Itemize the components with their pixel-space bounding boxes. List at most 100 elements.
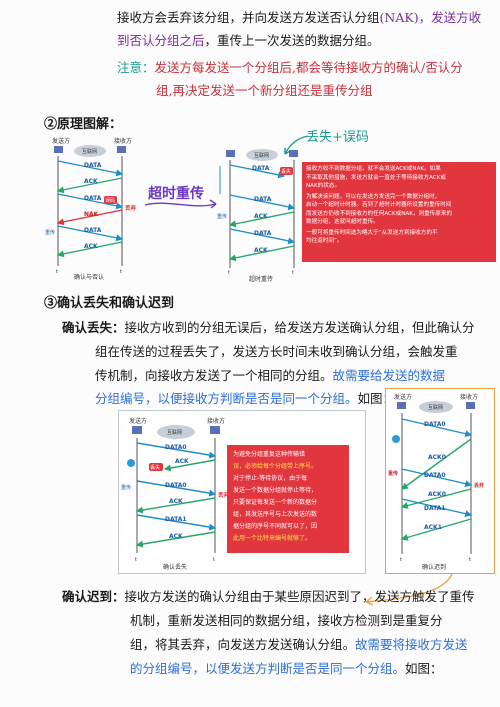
fig3-callout-line: 对于停止-等待协议，由于每 [233,475,308,482]
fig3-cloud-icon [157,425,195,439]
figure-timeout-svg: 互联网 DATA DATA ACK DATA ACK 丢失 重传 t t 超时重… [217,149,298,283]
fig4-sender: 发送方 [394,393,412,401]
fig3-net: 互联网 [167,429,182,436]
fig1-t-right: t [120,269,122,275]
fig2-receiver-computer-icon [289,150,298,157]
fig3-arrow-5 [136,514,217,531]
section-2-title: ②原理图解： [44,117,123,132]
fig1-t-left: t [56,269,58,275]
fig2-caption: 超时重传 [249,275,273,283]
fig3-callout-line: 据分组的序号不同就可以了，因 [233,523,318,530]
fig3-sender-computer-icon [132,426,142,434]
fig1-msg-0: DATA [84,162,102,169]
fig2-callout-line: 均往返时间”。 [306,238,343,244]
ack-lost-line-4: 分组编号，以便接收方判断是否是同一个分组。如图： [95,388,395,410]
fig2-sender-computer-icon [226,150,235,157]
ack-lost-line-3: 传机制，向接收方发送了一个相同的分组。故需要给发送的数据 [95,365,445,387]
fig3-t-right: t [213,557,215,563]
note-prefix: 注意： [117,60,155,75]
note-line-2: 组,再决定发送一个新分组还是重传分组 [156,83,373,98]
fig2-arrow-3 [228,211,295,228]
fig1-arrow-2 [56,177,123,194]
fig3-callout-line: 为避免分组重复这种传输错 [233,451,306,458]
fig3-msg-5: ACK [169,533,183,540]
figure-timeout: 互联网 DATA DATA ACK DATA ACK 丢失 重传 t t 超时重… [214,140,497,283]
fig1-arrow-4 [56,209,123,226]
ack-lost-line-1: 确认丢失：接收方收到的分组无误后，给发送方发送确认分组，但此确认分 [62,317,475,339]
fig3-msg-0: DATA0 [165,444,187,451]
intro-text-d: 到否认分组之后 [117,33,205,48]
fig3-sender: 发送方 [129,417,147,425]
fig2-arrow-2 [229,194,296,211]
fig1-receiver: 接收方 [114,137,132,145]
ack-late-text-1: 接收方发送的确认分组由于某些原因迟到了，发送方触发了重传 [124,589,475,604]
fig3-callout-line: 此用一个比特来编号就够了。 [233,535,312,542]
ack-lost-blue-4: 分组编号，以便接收方判断是否是同一个分组。 [95,391,358,406]
ack-late-lead: 确认迟到： [62,589,125,604]
ack-lost-text-3: 传机制，向接收方发送了一个相同的分组。 [95,368,333,383]
fig2-cloud-icon [246,149,278,161]
fig2-arrow-1 [229,164,286,179]
fig2-callout-line: 为解决该问题，可以在发送方发送完一个数据分组时， [306,193,441,200]
fig3-lost-badge [149,463,163,471]
figure-ack-late: 发送方 接收方 互联网 DATA0 ACK0 DATA0 ACK0 DATA1 … [385,388,495,574]
fig1-msg-3: NAK [84,211,99,218]
fig1-error-text: 误码 [105,197,115,204]
fig2-msg-3: DATA [254,230,272,237]
fig1-sender: 发送方 [52,137,70,145]
fig3-callout-line: 发送一个数据分组就停止等待， [233,487,318,494]
fig4-msg-4: DATA1 [424,505,446,512]
fig3-callout: 为避免分组重复这种传输错 误，必须给每个分组带上序号。 对于停止-等待协议，由于… [227,445,349,553]
fig2-callout-line: 一般可将重传时间选为略大于“从发送方到接收方的平 [306,229,438,236]
fig2-callout-line: 接收方收不到数据分组，就不会发送ACK或NAK。如果 [306,166,441,172]
note-line-1: 注意：发送方每发送一个分组后,都会等待接收方的确认/否认分 [117,57,463,79]
fig1-resend-label: 重传 [45,229,55,236]
annotation-timeout: 超时重传 [148,186,204,202]
note-text-1: 发送方每发送一个分组后,都会等待接收方的确认/否认分 [154,60,463,75]
fig4-receiver: 接收方 [460,393,478,401]
fig1-msg-5: ACK [84,243,98,250]
ack-late-line-4: 的分组编号，以便发送方判断是否是同一个分组。如图： [130,658,443,680]
nak-term: (NAK) [379,10,419,25]
fig1-net: 互联网 [82,148,97,155]
orange-connector-arrow [365,573,453,606]
fig2-msg-4: ACK [254,247,268,254]
intro-text-c: 发送方收 [431,10,482,25]
ack-lost-lead: 确认丢失： [62,320,125,335]
timeout-underline-arrow [144,199,217,209]
ack-late-text-3: 组，将其丢弃，向发送方发送确认分组。 [130,637,356,652]
fig4-msg-5: ACK1 [424,524,442,531]
fig3-timer-icon [127,459,135,467]
fig3-arrow-4 [135,497,216,514]
ack-lost-text-1: 接收方收到的分组无误后，给发送方发送确认分组，但此确认分 [124,320,475,335]
fig3-msg-1: ACK [175,458,189,465]
fig3-receiver-computer-icon [210,426,220,434]
fig3-arrow-2 [163,459,216,472]
ack-late-line-1: 确认迟到：接收方发送的确认分组由于某些原因迟到了，发送方触发了重传 [62,586,475,608]
fig4-arrow-6 [400,518,472,541]
fig4-t-right: t [469,557,471,563]
fig2-net: 互联网 [254,152,269,159]
figure-ack-lost: 发送方 接收方 互联网 DATA0 ACK DATA0 ACK DATA1 AC… [118,410,366,574]
fig1-drop: 丢弃 [125,204,137,212]
fig3-receiver: 接收方 [207,417,225,425]
figure-ack-nak: 发送方 接收方 互联网 DATA ACK DATA NAK DATA ACK 误… [42,136,140,281]
fig2-msg-0: DATA [252,165,270,172]
fig4-sender-computer-icon [397,402,406,409]
intro-text-e: 重传上一次发送的数据分组。 [217,33,380,48]
fig2-callout: 接收方收不到数据分组，就不会发送ACK或NAK。如果 不采取其他措施，发送方就会… [302,162,496,262]
fig1-error-badge [104,196,117,204]
section-3-title: ③确认丢失和确认迟到 [44,296,175,311]
fig4-caption: 确认迟到 [422,563,446,571]
fig2-arrow-5 [228,245,295,262]
fig2-callout-line: 而发送方仍收不到接收方的任何ACK或NAK，则重传原来的 [306,210,453,217]
fig2-lost-text: 丢失 [281,168,291,175]
fig2-lost-badge [280,167,293,175]
fig1-msg-1: ACK [84,178,98,185]
intro-line-1: 接收方会丢弃该分组，并向发送方发送否认分组(NAK)，发送方收 [117,7,481,29]
fig2-callout-line: 不采取其他措施，发送方就会一直处于等待接收方ACK或 [306,174,446,181]
figure-ack-nak-svg: 发送方 接收方 互联网 DATA ACK DATA NAK DATA ACK 误… [45,137,137,281]
fig4-msg-2: DATA0 [424,472,446,479]
fig4-msg-3: ACK0 [428,491,446,498]
fig4-arrow-2 [401,438,472,490]
